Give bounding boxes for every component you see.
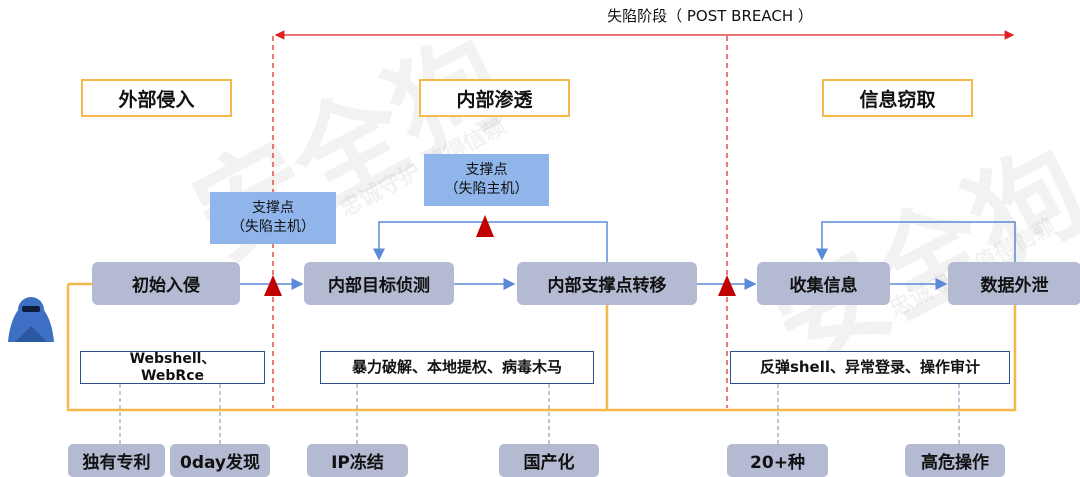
node-collect-info: 收集信息 — [757, 262, 890, 305]
feature-localization: 国产化 — [499, 444, 599, 477]
breach-marker-1 — [264, 275, 282, 296]
internal-loop-arrow — [373, 221, 608, 263]
phase-external-intrusion: 外部侵入 — [81, 79, 232, 117]
pivot-note-middle: 支撑点 （失陷主机） — [424, 154, 549, 206]
attack-scope-outline — [66, 284, 1017, 412]
feature-ip-freeze: IP冻结 — [307, 444, 408, 477]
technique-reverse-shell: 反弹shell、异常登录、操作审计 — [730, 351, 1010, 384]
theft-loop-arrow — [816, 221, 1016, 263]
feature-patent: 独有专利 — [68, 444, 165, 477]
technique-bruteforce: 暴力破解、本地提权、病毒木马 — [320, 351, 594, 384]
technique-web-line2: WebRce — [140, 367, 205, 384]
technique-web: Webshell、 WebRce — [80, 351, 265, 384]
feature-twenty-plus: 20+种 — [727, 444, 828, 477]
breach-marker-2 — [476, 215, 494, 237]
phase-information-theft: 信息窃取 — [822, 79, 973, 117]
pivot-note-middle-line2: （失陷主机） — [444, 181, 529, 197]
node-data-exfil: 数据外泄 — [948, 262, 1080, 305]
node-pivot-transfer: 内部支撑点转移 — [517, 262, 697, 305]
post-breach-title: 失陷阶段（ POST BREACH ） — [607, 7, 813, 25]
pivot-note-left-line2: （失陷主机） — [231, 219, 315, 235]
pivot-note-left-line1: 支撑点 — [252, 200, 294, 216]
node-internal-recon: 内部目标侦测 — [304, 262, 454, 305]
technique-web-line1: Webshell、 — [129, 350, 216, 367]
hacker-icon — [8, 297, 54, 342]
pivot-note-middle-line1: 支撑点 — [465, 162, 508, 178]
phase-internal-penetration: 内部渗透 — [419, 79, 570, 117]
breach-marker-3 — [718, 275, 736, 296]
node-initial-intrusion: 初始入侵 — [92, 262, 240, 305]
feature-high-risk: 高危操作 — [905, 444, 1005, 477]
pivot-note-left: 支撑点 （失陷主机） — [210, 192, 336, 244]
feature-zero-day: 0day发现 — [170, 444, 270, 477]
